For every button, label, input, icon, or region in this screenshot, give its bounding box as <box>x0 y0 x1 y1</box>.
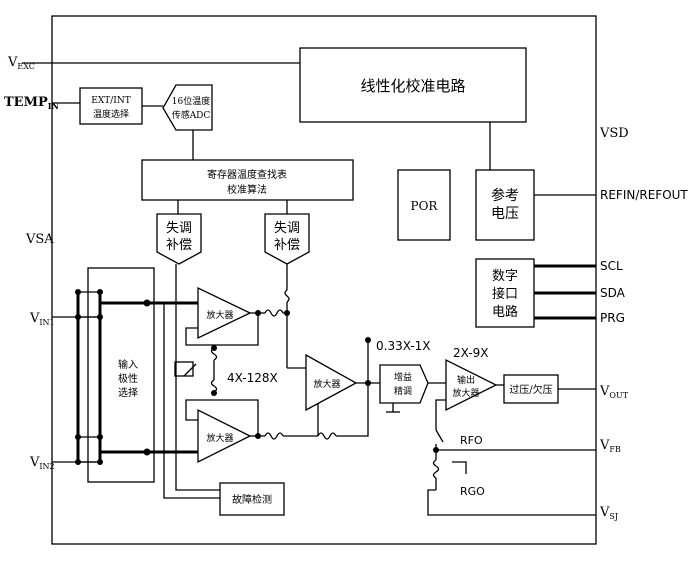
gain-resistor-bottom <box>210 379 218 393</box>
fault-wire-1 <box>163 303 220 499</box>
gain-resistor-top <box>210 347 218 361</box>
offset1-label-1: 失调 <box>166 221 192 236</box>
offset2-label-1: 失调 <box>274 221 300 236</box>
chip-outline <box>51 15 597 545</box>
offset-comp-2 <box>264 213 310 265</box>
register-label-1: 寄存器温度查找表 <box>207 168 287 181</box>
por-block <box>397 169 451 241</box>
ext-int-label-1: EXT/INT <box>91 96 130 106</box>
out-amp-label-1: 输出 <box>457 374 475 386</box>
offset2-label-2: 补偿 <box>274 238 300 253</box>
gain-fine-tune-block <box>379 364 429 404</box>
digital-label-3: 电路 <box>492 304 518 320</box>
out-amp-label-2: 放大器 <box>452 387 479 399</box>
mux-node-1 <box>75 289 81 295</box>
out-gain-label: 2X-9X <box>453 346 488 360</box>
offset-comp-1 <box>156 213 202 265</box>
amp-diff <box>305 353 358 412</box>
register-block <box>141 159 354 201</box>
amp-bottom-feedback <box>185 399 259 436</box>
sda-pin: SDA <box>600 286 626 300</box>
mid-node-top <box>284 310 290 316</box>
mux-label-2: 极性 <box>118 372 138 385</box>
register-label-2: 校准算法 <box>227 183 267 196</box>
gain-resistor-arrow <box>183 363 197 377</box>
gain-fine-label-2: 精调 <box>394 385 412 397</box>
linearization-block <box>299 47 527 123</box>
fault-label: 故障检测 <box>232 493 272 506</box>
amp-top-feedback <box>185 313 259 346</box>
gain-fine-label-1: 增益 <box>394 371 412 383</box>
adc-label-2: 传感ADC <box>172 109 211 121</box>
rfo-switch <box>435 429 444 443</box>
amp-bottom <box>197 408 252 464</box>
scl-pin: SCL <box>600 259 623 273</box>
offset1-label-2: 补偿 <box>166 238 192 253</box>
vsd-pin: VSD <box>599 126 629 141</box>
temp-adc-block <box>162 84 213 131</box>
amp-mid-label: 放大器 <box>313 378 340 390</box>
ov-uv-block <box>503 374 559 404</box>
vsj-wire <box>427 489 596 516</box>
mux-node-3 <box>75 314 81 320</box>
ext-int-label-2: 温度选择 <box>93 108 129 120</box>
amp-bottom-resistor <box>264 432 284 440</box>
digital-label-2: 接口 <box>492 286 518 302</box>
rgo-label: RGO <box>460 485 485 498</box>
mux-node-2 <box>97 289 103 295</box>
ref-label-2: 电压 <box>491 206 519 222</box>
mux-out-node-bottom <box>143 448 151 456</box>
mux-node-4 <box>97 314 103 320</box>
amp-diff-feedback-resistor <box>317 432 337 440</box>
linearization-label: 线性化校准电路 <box>360 77 465 95</box>
vin2-pin: VIN2 <box>29 455 55 471</box>
output-amp <box>445 358 498 412</box>
vsj-pin: VSJ <box>599 505 618 521</box>
mux-node-7 <box>75 459 81 465</box>
mux-out-node-top <box>143 299 151 307</box>
rgo-tap <box>452 461 467 474</box>
amp-diff-tap-node <box>365 337 371 343</box>
rfo-label: RFO <box>460 434 483 447</box>
amp-bottom-label: 放大器 <box>206 432 233 444</box>
amp-top-resistor <box>264 309 284 317</box>
adc-label-1: 16位温度 <box>172 95 210 107</box>
gain-fine-range-label: 0.33X-1X <box>376 339 431 353</box>
amp-diff-feedback <box>336 383 369 437</box>
fault-detect-block <box>219 482 285 516</box>
offset2-resistor <box>284 289 290 303</box>
rgo-resistor <box>432 459 440 479</box>
fault-wire-2 <box>175 264 220 491</box>
por-label: POR <box>411 199 439 213</box>
gain-range-label: 4X-128X <box>227 371 278 385</box>
prg-pin: PRG <box>600 311 625 325</box>
amp-top <box>197 286 252 340</box>
out-fb-wire <box>435 399 446 430</box>
amp-top-label: 放大器 <box>206 309 233 321</box>
vin1-pin: VIN1 <box>29 311 55 327</box>
mux-node-5 <box>75 434 81 440</box>
digital-label-1: 数字 <box>492 269 518 284</box>
ov-uv-label: 过压/欠压 <box>509 383 552 396</box>
mux-label-1: 输入 <box>118 358 138 371</box>
refin-pin: REFIN/REFOUT <box>600 188 688 202</box>
mux-label-3: 选择 <box>118 386 138 399</box>
vsa-pin: VSA <box>25 232 54 247</box>
vout-pin: VOUT <box>599 384 629 400</box>
mux-node-8 <box>97 459 103 465</box>
ref-label-1: 参考 <box>491 187 519 204</box>
temp-in-pin: TEMPIN <box>4 95 59 111</box>
vexc-pin: VEXC <box>7 55 35 71</box>
mux-node-6 <box>97 434 103 440</box>
ref-voltage-block <box>475 169 535 241</box>
vfb-pin: VFB <box>599 438 621 454</box>
gain-node-bottom <box>211 390 217 396</box>
